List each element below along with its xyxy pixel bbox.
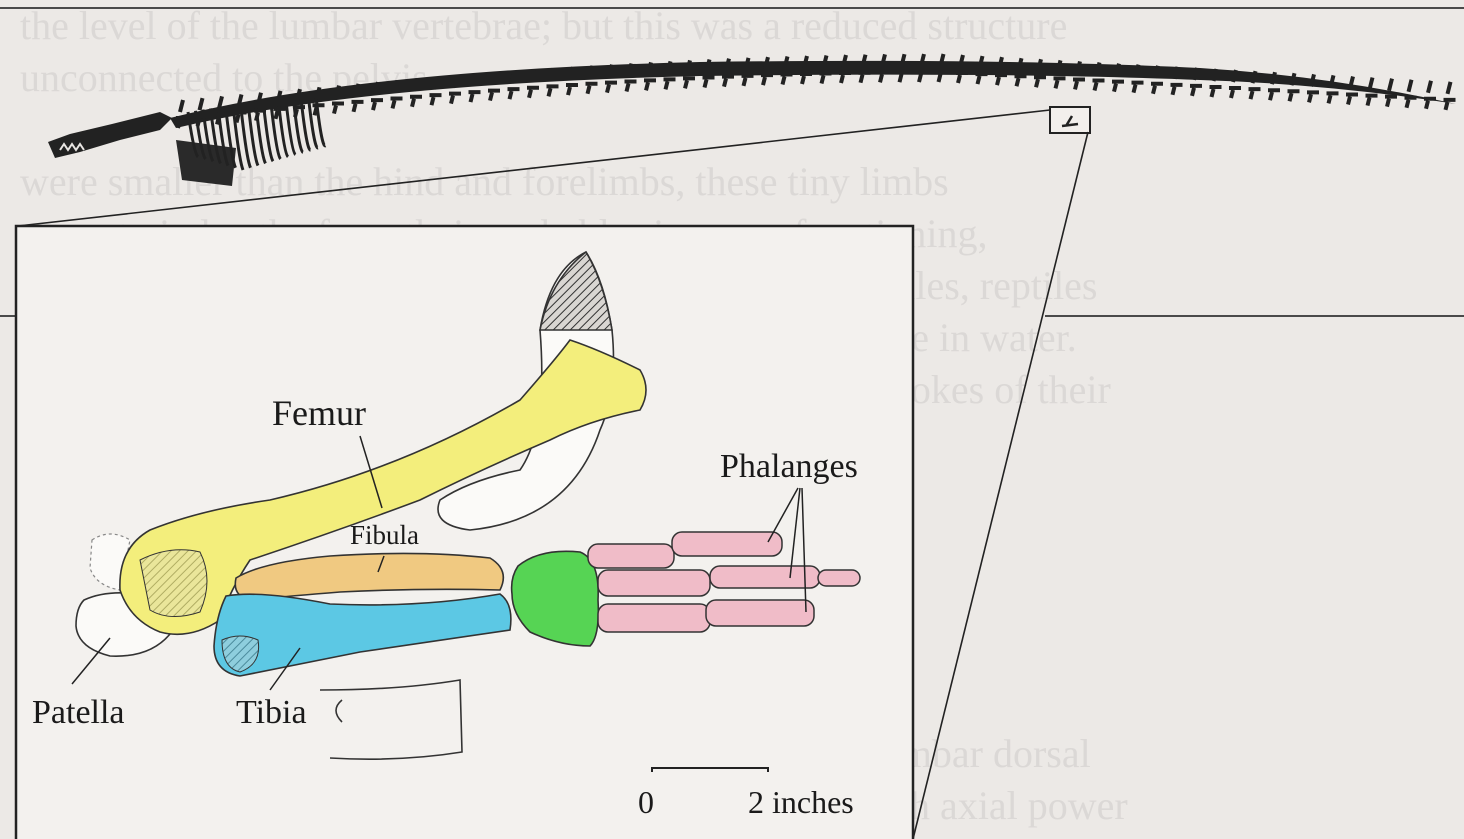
patella-label: Patella — [32, 694, 125, 732]
phalanx-2b — [710, 566, 820, 588]
fibula-label: Fibula — [350, 520, 419, 551]
phalanges-label: Phalanges — [720, 448, 858, 486]
vertebral-column — [170, 61, 1456, 128]
vertebra — [1424, 81, 1436, 109]
phalanx-3b — [706, 600, 814, 626]
tibia-label: Tibia — [236, 694, 307, 732]
scale-max-label: 2 inches — [748, 784, 854, 821]
vertebra — [1444, 82, 1456, 110]
projection-line-left — [18, 110, 1050, 226]
femur-hatched-head — [140, 550, 207, 617]
femur-label: Femur — [272, 392, 366, 434]
phalanx-2c — [818, 570, 860, 586]
phalanx-2a — [598, 570, 710, 596]
phalanx-3a — [598, 604, 710, 632]
scale-zero-label: 0 — [638, 784, 654, 821]
phalanx-1b — [672, 532, 782, 556]
vertebra — [1327, 75, 1339, 103]
phalanx-1a — [588, 544, 674, 568]
vertebra — [1405, 80, 1417, 108]
whale-skeleton — [48, 54, 1456, 186]
skull — [48, 112, 172, 158]
projection-line-right — [913, 132, 1088, 839]
